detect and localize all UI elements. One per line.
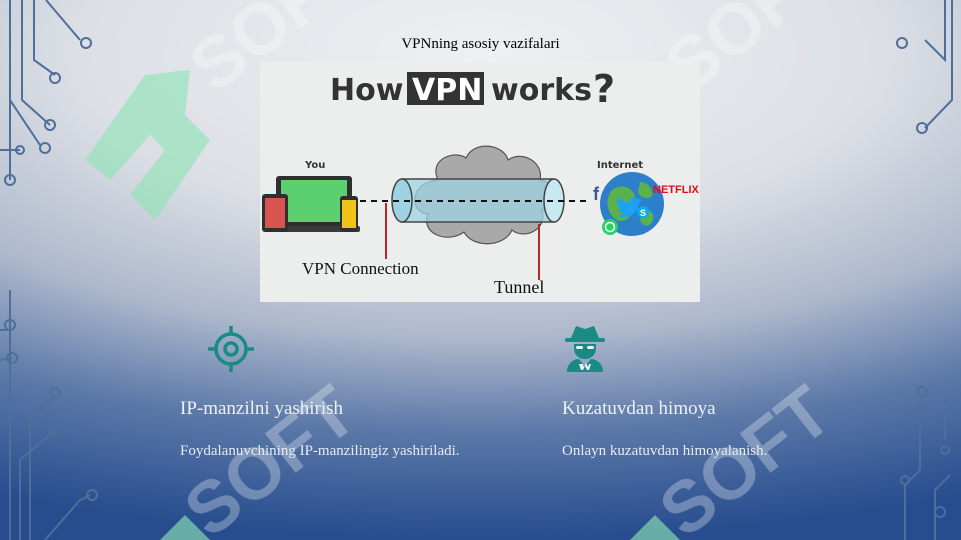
watermark-logo-bottom-left: [160, 515, 210, 540]
tunnel-label: Tunnel: [494, 277, 544, 297]
vpn-connection-label: VPN Connection: [302, 259, 419, 278]
feature-title-ip: IP-manzilni yashirish: [180, 398, 344, 419]
slide-title: VPNning asosiy vazifalari: [401, 36, 560, 52]
facebook-icon: f: [593, 184, 600, 204]
watermark-logo-bottom-right: [630, 515, 680, 540]
figure-heading-pre: How: [330, 73, 403, 108]
target-icon: [208, 326, 254, 372]
watermark-logo-left: [85, 70, 210, 220]
svg-text:S: S: [640, 208, 646, 218]
feature-desc-ip: Foydalanuvchining IP-manzilingiz yashiri…: [180, 443, 460, 459]
devices-icon: [262, 176, 360, 232]
spy-icon: [565, 326, 605, 372]
how-vpn-works-figure: How VPN works ? You Interne: [260, 62, 700, 302]
feature-title-tracking: Kuzatuvdan himoya: [562, 398, 716, 419]
figure-heading-post: works: [491, 73, 592, 108]
vpn-diagram: How VPN works ? You Interne: [262, 67, 699, 297]
you-label: You: [304, 160, 325, 171]
feature-desc-tracking: Onlayn kuzatuvdan himoyalanish.: [562, 443, 768, 459]
whatsapp-icon: [602, 219, 618, 235]
skype-icon: S: [637, 206, 649, 218]
internet-label: Internet: [597, 160, 643, 171]
netflix-logo: NETFLIX: [653, 184, 699, 196]
vpn-badge: [407, 72, 484, 105]
twitter-icon: [613, 196, 643, 218]
figure-heading-badge: VPN: [412, 73, 482, 108]
figure-heading-mark: ?: [593, 67, 615, 111]
